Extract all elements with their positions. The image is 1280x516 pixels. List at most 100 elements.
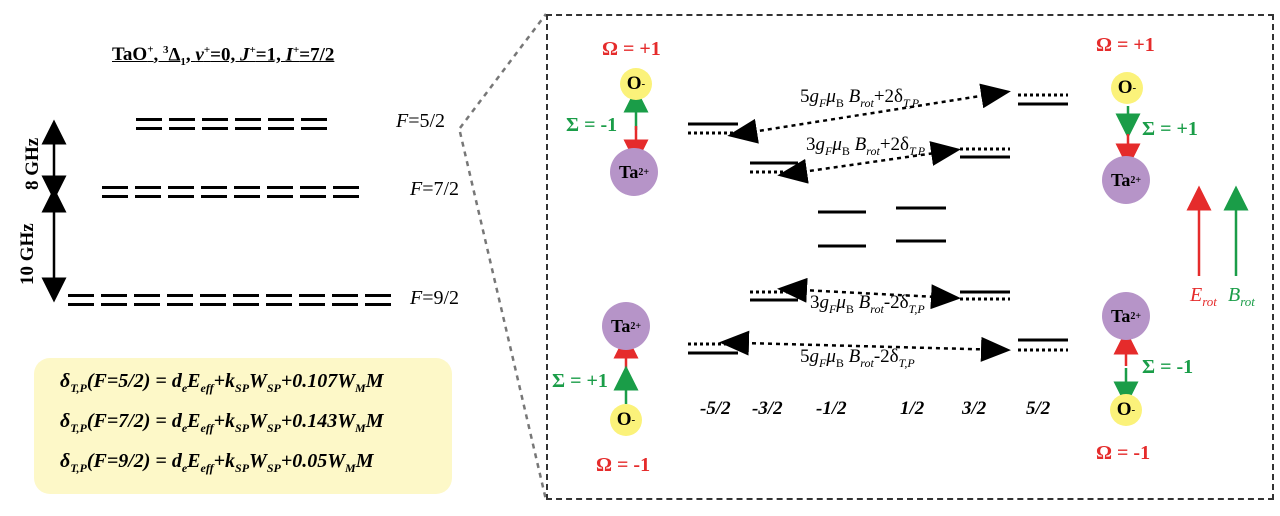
hyperfine-sublevel-dash [68,303,94,306]
omega-label-tl: Ω = +1 [602,38,661,60]
hyperfine-sublevel-dash [267,186,293,189]
sigma-label-tr: Σ = +1 [1142,118,1198,140]
hyperfine-sublevel-dash [365,294,391,297]
f-label-5-2: F=5/2 [396,110,446,132]
mf-label: 5/2 [1026,398,1051,419]
transition-label: 5gFμB Brot-2δT,P [800,346,915,370]
formula-coefficient: 0.05 [292,450,328,472]
zoom-box [546,14,1274,500]
hyperfine-sublevel-dash [332,294,358,297]
hyperfine-sublevel-dash [333,195,359,198]
transition-arrow-5-minus [719,330,1011,362]
oxygen-atom-tl: O- [620,68,652,100]
sigma-label-tl: Σ = -1 [566,114,618,136]
hyperfine-sublevel-dash [134,303,160,306]
f-label-9-2: F=9/2 [410,287,460,309]
hyperfine-sublevel-dash [101,294,127,297]
hyperfine-sublevel-dash [202,127,228,130]
oxygen-atom-br: O- [1110,394,1142,426]
hyperfine-sublevel-dash [234,195,260,198]
mf-label: -3/2 [752,398,783,419]
mf-label: -1/2 [816,398,847,419]
transition-arrow-3-plus [777,141,961,184]
omega-label-bl: Ω = -1 [596,454,651,476]
hyperfine-sublevel-dash [169,118,195,121]
mf-label: 1/2 [900,398,925,419]
hyperfine-sublevel-dash [266,303,292,306]
hyperfine-sublevel-dash [200,303,226,306]
hyperfine-sublevel-dash [135,186,161,189]
hyperfine-sublevel-dash [299,294,325,297]
omega-label-br: Ω = -1 [1096,442,1151,464]
state-title: TaO+, 3Δ1, v+=0, J+=1, I+=7/2 [112,44,335,69]
hyperfine-sublevel-dash [365,303,391,306]
transition-label: 3gFμB Brot+2δT,P [806,134,926,158]
hyperfine-sublevel-dash [301,127,327,130]
transition-label: 5gFμB Brot+2δT,P [800,86,920,110]
sigma-label-br: Σ = -1 [1142,356,1194,378]
formula-list: δT,P(F=5/2) = deEeff+kSPWSP+0.107WMM δT,P… [34,358,452,490]
hyperfine-sublevel-dash [167,294,193,297]
sigma-label-bl: Σ = +1 [552,370,608,392]
lower-levels [688,290,1068,355]
f-label-7-2: F=7/2 [410,178,460,200]
hyperfine-sublevel-dash [267,195,293,198]
transition-label: 3gFμB Brot-2δT,P [810,292,925,316]
hyperfine-sublevel-dash [301,118,327,121]
hyperfine-sublevel-dash [266,294,292,297]
hyperfine-sublevel-dash [134,294,160,297]
hyperfine-sublevel-dash [268,127,294,130]
hyperfine-sublevel-dash [136,118,162,121]
oxygen-atom-bl: O- [610,404,642,436]
hyperfine-sublevel-dash [201,195,227,198]
formula-coefficient: 0.143 [292,410,338,432]
formula-row: δT,P(F=9/2) = deEeff+kSPWSP+0.05WMM [60,450,374,475]
hyperfine-sublevel-dash [233,303,259,306]
title-molecule: TaO+ [112,44,154,66]
formula-box: δT,P(F=5/2) = deEeff+kSPWSP+0.107WMM δT,P… [34,358,452,494]
hyperfine-sublevel-dash [268,118,294,121]
hyperfine-sublevel-dash [299,303,325,306]
b-rot-label: Brot [1228,284,1255,309]
mf-label: -5/2 [700,398,731,419]
hyperfine-sublevel-dash [136,127,162,130]
hyperfine-sublevel-dash [300,195,326,198]
hyperfine-sublevel-dash [102,195,128,198]
hyperfine-sublevel-dash [68,294,94,297]
hyperfine-sublevel-dash [235,127,261,130]
hyperfine-sublevel-dash [233,294,259,297]
transition-arrow-3-minus [777,277,961,310]
hyperfine-sublevel-dash [101,303,127,306]
middle-levels [818,206,946,248]
hyperfine-sublevel-dash [234,186,260,189]
hyperfine-sublevel-dash [333,186,359,189]
hyperfine-sublevel-dash [135,195,161,198]
hyperfine-sublevel-dash [168,195,194,198]
formula-coefficient: 0.107 [292,370,338,392]
hyperfine-sublevel-dash [332,303,358,306]
mf-label: 3/2 [962,398,987,419]
formula-row: δT,P(F=5/2) = deEeff+kSPWSP+0.107WMM [60,370,384,395]
formula-row: δT,P(F=7/2) = deEeff+kSPWSP+0.143WMM [60,410,384,435]
omega-label-tr: Ω = +1 [1096,34,1155,56]
hyperfine-sublevel-dash [300,186,326,189]
e-rot-label: Erot [1190,284,1217,309]
hyperfine-sublevel-dash [202,118,228,121]
hyperfine-sublevel-dash [102,186,128,189]
hyperfine-sublevel-dash [169,127,195,130]
hyperfine-sublevel-dash [168,186,194,189]
oxygen-atom-tr: O- [1111,72,1143,104]
transition-arrow-5-plus [727,83,1011,144]
hyperfine-sublevel-dash [167,303,193,306]
f-val: =5/2 [408,110,446,132]
hyperfine-sublevel-dash [201,186,227,189]
hyperfine-sublevel-dash [200,294,226,297]
hyperfine-sublevel-dash [235,118,261,121]
